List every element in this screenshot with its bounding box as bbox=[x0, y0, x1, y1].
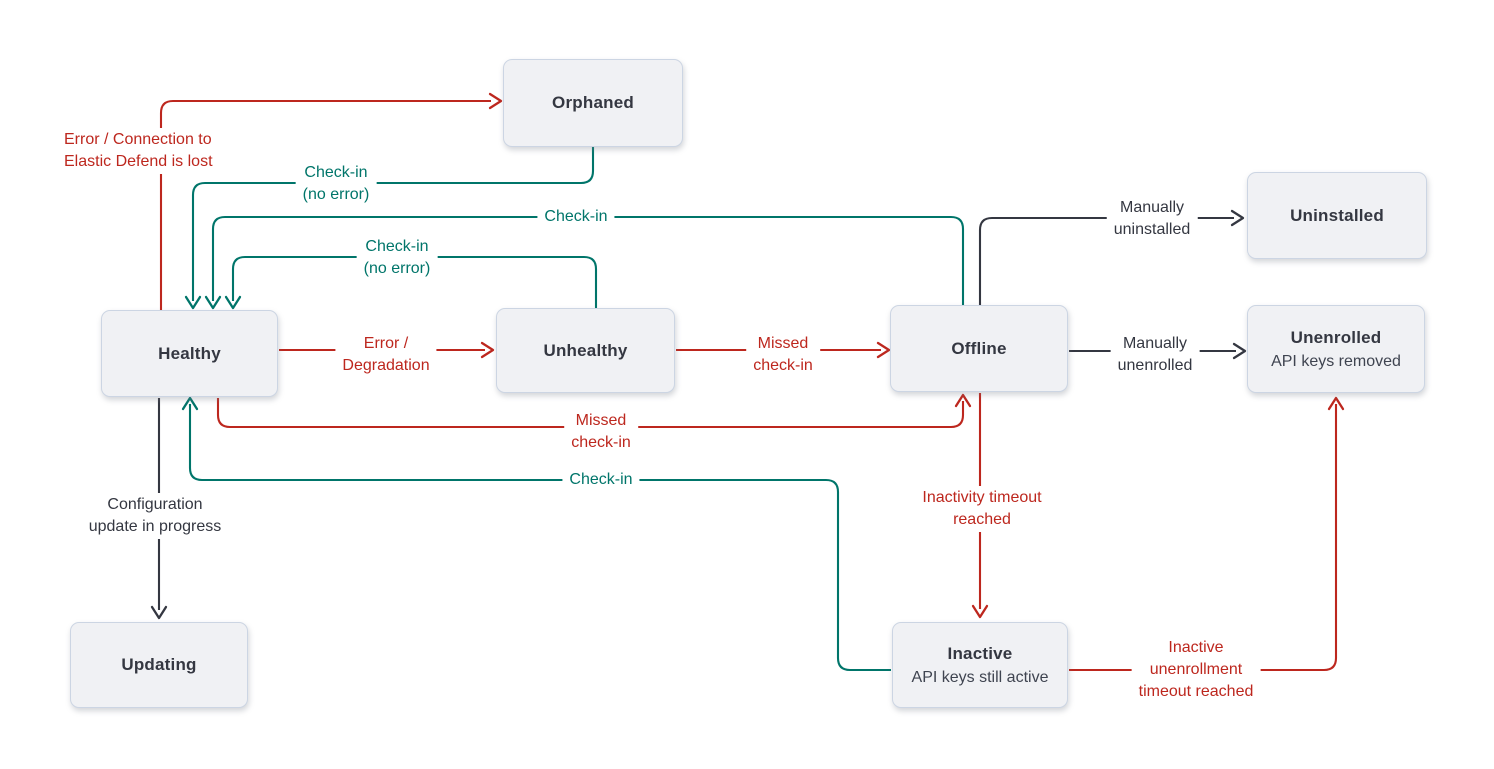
state-title: Orphaned bbox=[552, 93, 634, 112]
edge-inactive-to-unenrolled bbox=[1069, 396, 1345, 672]
arrowhead bbox=[1232, 342, 1247, 360]
arrowhead bbox=[181, 396, 199, 411]
edge-label-offline-to-inactive: Inactivity timeout reached bbox=[915, 486, 1049, 532]
arrowhead bbox=[1327, 396, 1345, 411]
state-subtitle: API keys removed bbox=[1271, 352, 1401, 370]
state-orphaned: Orphaned bbox=[503, 59, 683, 147]
edge-inactive-to-healthy bbox=[181, 396, 891, 672]
arrowhead bbox=[480, 341, 495, 359]
state-title: Updating bbox=[121, 655, 197, 674]
edge-orphaned-to-healthy bbox=[184, 147, 595, 310]
state-title: Healthy bbox=[158, 343, 221, 363]
state-subtitle: API keys still active bbox=[911, 668, 1049, 686]
edge-label-unhealthy-to-healthy: Check-in (no error) bbox=[356, 235, 438, 281]
edge-label-unhealthy-to-offline: Missed check-in bbox=[746, 332, 820, 378]
arrowhead bbox=[971, 604, 989, 619]
arrowhead bbox=[1230, 209, 1245, 227]
state-title: Unhealthy bbox=[543, 340, 628, 360]
edge-label-healthy-to-orphaned: Error / Connection to Elastic Defend is … bbox=[60, 128, 217, 174]
state-title: Inactive bbox=[947, 643, 1013, 663]
state-unenrolled: Unenrolled API keys removed bbox=[1247, 305, 1425, 393]
arrowhead bbox=[488, 92, 503, 110]
state-updating: Updating bbox=[70, 622, 248, 708]
arrowhead bbox=[184, 295, 202, 310]
edge-label-inactive-to-healthy: Check-in bbox=[562, 468, 640, 492]
state-uninstalled: Uninstalled bbox=[1247, 172, 1427, 259]
edge-label-offline-to-healthy: Check-in bbox=[537, 205, 615, 229]
edge-label-healthy-to-updating: Configuration update in progress bbox=[81, 493, 229, 539]
state-inactive: Inactive API keys still active bbox=[892, 622, 1068, 708]
edge-label-healthy-to-unhealthy: Error / Degradation bbox=[335, 332, 437, 378]
edge-label-healthy-to-offline: Missed check-in bbox=[564, 409, 638, 455]
state-title: Uninstalled bbox=[1290, 205, 1384, 225]
edge-label-offline-to-uninstalled: Manually uninstalled bbox=[1106, 196, 1198, 242]
edge-healthy-to-orphaned bbox=[159, 92, 503, 310]
edge-label-inactive-to-unenrolled: Inactive unenrollment timeout reached bbox=[1131, 636, 1261, 704]
edge-offline-to-uninstalled bbox=[978, 209, 1245, 305]
edge-label-offline-to-unenrolled: Manually unenrolled bbox=[1110, 332, 1200, 378]
arrowhead bbox=[204, 295, 222, 310]
edge-offline-to-healthy bbox=[204, 215, 965, 310]
arrowhead bbox=[954, 393, 972, 408]
edge-label-orphaned-to-healthy: Check-in (no error) bbox=[295, 161, 377, 207]
state-unhealthy: Unhealthy bbox=[496, 308, 675, 393]
arrowhead bbox=[876, 341, 891, 359]
arrowhead bbox=[150, 605, 168, 620]
state-title: Offline bbox=[951, 338, 1007, 358]
state-title: Unenrolled bbox=[1290, 327, 1382, 347]
state-offline: Offline bbox=[890, 305, 1068, 392]
state-healthy: Healthy bbox=[101, 310, 278, 397]
arrowhead bbox=[224, 295, 242, 310]
